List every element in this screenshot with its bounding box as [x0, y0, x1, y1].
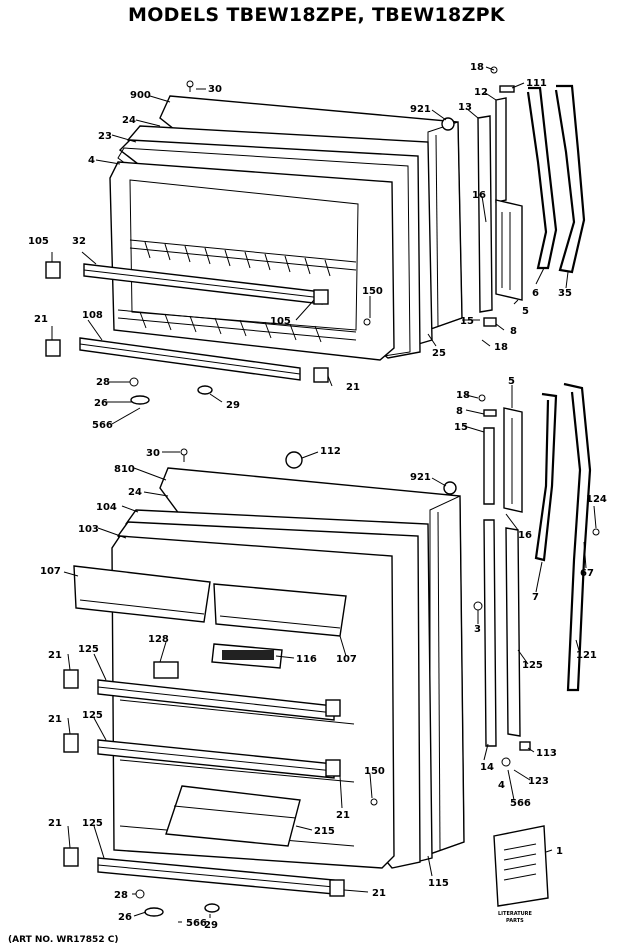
fresh-food-door-assembly: [63, 448, 465, 917]
callout-26: 26: [94, 398, 108, 409]
freezer-hinge-hardware: [477, 66, 586, 327]
callout-6: 6: [532, 288, 539, 299]
callout-566: 566: [92, 420, 113, 431]
callout-124: 124: [586, 494, 607, 505]
callout-121: 121: [576, 650, 597, 661]
callout-16: 16: [472, 190, 486, 201]
art-number: (ART NO. WR17852 C): [8, 935, 119, 945]
callout-14: 14: [480, 762, 494, 773]
callout-105: 105: [28, 236, 49, 247]
freezer-door-assembly: [45, 80, 463, 405]
callout-103: 103: [78, 524, 99, 535]
callout-5: 5: [522, 306, 529, 317]
leader-lines: [51, 66, 597, 923]
callout-900: 900: [130, 90, 151, 101]
diagram-title: MODELS TBEW18ZPE, TBEW18ZPK: [128, 4, 505, 26]
callout-108: 108: [82, 310, 103, 321]
callout-28-b: 28: [114, 890, 128, 901]
callout-25: 25: [432, 348, 446, 359]
callout-123: 123: [528, 776, 549, 787]
callout-125-c: 125: [522, 660, 543, 671]
callout-35: 35: [558, 288, 572, 299]
callout-566-b: 566: [510, 798, 531, 809]
parts-label: PARTS: [506, 918, 524, 924]
callout-30-b: 30: [146, 448, 160, 459]
callout-111: 111: [526, 78, 547, 89]
callout-3: 3: [474, 624, 481, 635]
callout-28: 28: [96, 377, 110, 388]
callout-921-b: 921: [410, 472, 431, 483]
callout-8-b: 8: [456, 406, 463, 417]
callout-23: 23: [98, 131, 112, 142]
callout-7: 7: [532, 592, 539, 603]
callout-21-d: 21: [48, 714, 62, 725]
callout-115: 115: [428, 878, 449, 889]
callout-18: 18: [470, 62, 484, 73]
callout-107: 107: [40, 566, 61, 577]
callout-104: 104: [96, 502, 117, 513]
callout-4: 4: [88, 155, 95, 166]
callout-150-b: 150: [364, 766, 385, 777]
callout-5-b: 5: [508, 376, 515, 387]
callout-29-b: 29: [204, 920, 218, 931]
callout-13: 13: [458, 102, 472, 113]
callout-29: 29: [226, 400, 240, 411]
callout-21: 21: [34, 314, 48, 325]
callout-128: 128: [148, 634, 169, 645]
callout-112: 112: [320, 446, 341, 457]
callout-67: 67: [580, 568, 594, 579]
callout-32: 32: [72, 236, 86, 247]
callout-12: 12: [474, 87, 488, 98]
literature-parts-booklet: LITERATURE PARTS: [493, 825, 549, 924]
callout-125-b: 125: [82, 710, 103, 721]
callout-113: 113: [536, 748, 557, 759]
callout-18-b: 18: [494, 342, 508, 353]
callout-30: 30: [208, 84, 222, 95]
callout-566-c: 566: [186, 918, 207, 929]
callout-26-b: 26: [118, 912, 132, 923]
callout-18-c: 18: [456, 390, 470, 401]
callout-105-b: 105: [270, 316, 291, 327]
literature-label: LITERATURE: [498, 911, 533, 917]
callout-16-b: 16: [518, 530, 532, 541]
callout-24: 24: [122, 115, 136, 126]
callout-125-d: 125: [82, 818, 103, 829]
callout-107-b: 107: [336, 654, 357, 665]
callout-1: 1: [556, 846, 563, 857]
callout-125: 125: [78, 644, 99, 655]
callout-21-e: 21: [336, 810, 350, 821]
callout-921: 921: [410, 104, 431, 115]
callout-21-b: 21: [346, 382, 360, 393]
callout-15: 15: [460, 316, 474, 327]
callout-810: 810: [114, 464, 135, 475]
callout-150: 150: [362, 286, 383, 297]
callout-24-b: 24: [128, 487, 142, 498]
callout-21-c: 21: [48, 650, 62, 661]
callout-8: 8: [510, 326, 517, 337]
callout-215: 215: [314, 826, 335, 837]
fresh-food-hinge-hardware: [473, 382, 600, 767]
callout-21-g: 21: [372, 888, 386, 899]
callout-labels: 18 111 900 30 12 921 13 24 23 4 16 105 3…: [28, 62, 607, 931]
callout-15-b: 15: [454, 422, 468, 433]
callout-116: 116: [296, 654, 317, 665]
callout-21-f: 21: [48, 818, 62, 829]
callout-4-b: 4: [498, 780, 505, 791]
